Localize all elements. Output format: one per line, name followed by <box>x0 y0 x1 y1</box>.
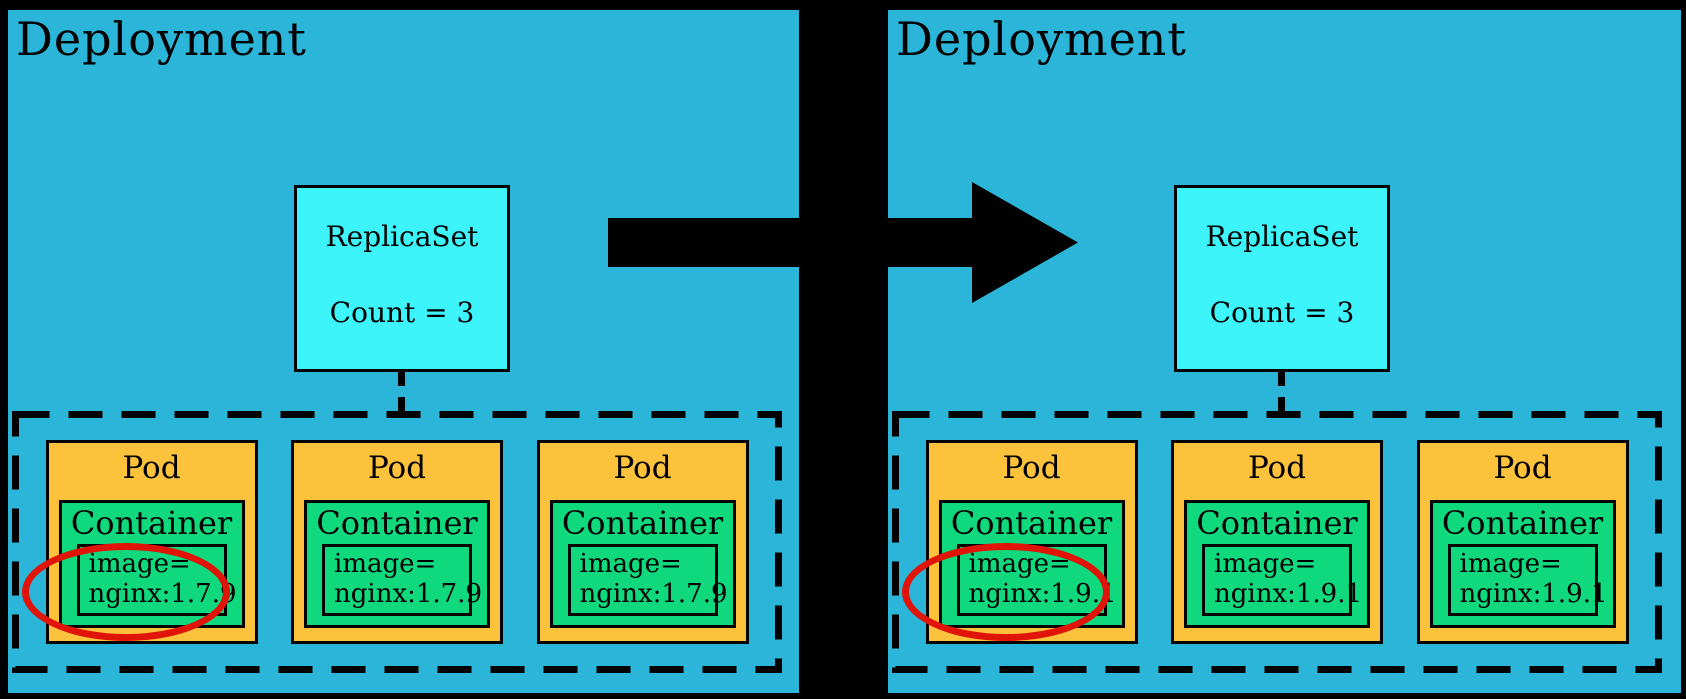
replicaset-box: ReplicaSet Count = 3 <box>1174 185 1390 372</box>
container-label: Container <box>1441 504 1604 542</box>
pod-label: Pod <box>613 450 672 486</box>
image-key: image= <box>579 549 682 580</box>
image-value: nginx:1.7.9 <box>88 579 237 610</box>
replicaset-count: Count = 3 <box>1209 296 1355 329</box>
container-label: Container <box>70 504 233 542</box>
image-box: image= nginx:1.9.1 <box>1202 544 1363 617</box>
pods-group-dashed-border <box>892 411 1662 673</box>
pod: Pod Container image= nginx:1.9.1 <box>1416 440 1629 644</box>
pod-label: Pod <box>1247 450 1307 486</box>
pod-label: Pod <box>1002 450 1061 486</box>
replicaset-box: ReplicaSet Count = 3 <box>294 185 510 372</box>
pod-label: Pod <box>1493 450 1552 486</box>
pod: Pod Container image= nginx:1.7.9 <box>21 440 258 644</box>
deployment-panel-before: Deployment ReplicaSet Count = 3 Pod Cont… <box>8 10 799 693</box>
replicaset-count: Count = 3 <box>329 296 475 329</box>
pods-row: Pod Container image= nginx:1.9.1 Pod Con… <box>892 411 1662 673</box>
pod: Pod Container image= nginx:1.9.1 <box>1171 440 1383 644</box>
container-box: Container image= nginx:1.7.9 <box>549 500 736 628</box>
container-label: Container <box>1196 504 1358 542</box>
pod: Pod Container image= nginx:1.7.9 <box>291 440 503 644</box>
image-value: nginx:1.7.9 <box>579 579 728 610</box>
pods-row: Pod Container image= nginx:1.7.9 Pod Con… <box>12 411 782 673</box>
container-box: Container image= nginx:1.9.1 <box>1429 500 1616 628</box>
image-key: image= <box>88 549 191 580</box>
deployment-panel-after: Deployment ReplicaSet Count = 3 Pod Cont… <box>888 10 1681 693</box>
image-box: image= nginx:1.7.9 <box>322 544 483 617</box>
container-label: Container <box>561 504 724 542</box>
container-box: Container image= nginx:1.7.9 <box>58 500 245 628</box>
pods-group-dashed-border <box>12 411 782 673</box>
image-value: nginx:1.9.1 <box>1459 579 1608 610</box>
container-label: Container <box>950 504 1113 542</box>
replicaset-name: ReplicaSet <box>1205 220 1359 253</box>
image-value: nginx:1.9.1 <box>968 579 1117 610</box>
container-box: Container image= nginx:1.9.1 <box>1184 500 1370 628</box>
container-box: Container image= nginx:1.7.9 <box>304 500 490 628</box>
image-key: image= <box>334 549 437 580</box>
image-value: nginx:1.9.1 <box>1214 579 1363 610</box>
container-box: Container image= nginx:1.9.1 <box>938 500 1125 628</box>
image-key: image= <box>1214 549 1317 580</box>
image-value: nginx:1.7.9 <box>334 579 483 610</box>
replicaset-name: ReplicaSet <box>325 220 479 253</box>
image-key: image= <box>968 549 1071 580</box>
container-label: Container <box>316 504 478 542</box>
image-key: image= <box>1459 549 1562 580</box>
pod: Pod Container image= nginx:1.7.9 <box>536 440 749 644</box>
pod: Pod Container image= nginx:1.9.1 <box>901 440 1138 644</box>
image-box: image= nginx:1.7.9 <box>76 544 237 617</box>
replicaset-to-pods-connector <box>398 371 405 415</box>
image-box: image= nginx:1.7.9 <box>567 544 728 617</box>
deployment-title: Deployment <box>896 12 1187 66</box>
pod-label: Pod <box>122 450 181 486</box>
image-box: image= nginx:1.9.1 <box>1447 544 1608 617</box>
deployment-title: Deployment <box>16 12 307 66</box>
replicaset-to-pods-connector <box>1278 371 1285 415</box>
pod-label: Pod <box>367 450 427 486</box>
image-box: image= nginx:1.9.1 <box>956 544 1117 617</box>
